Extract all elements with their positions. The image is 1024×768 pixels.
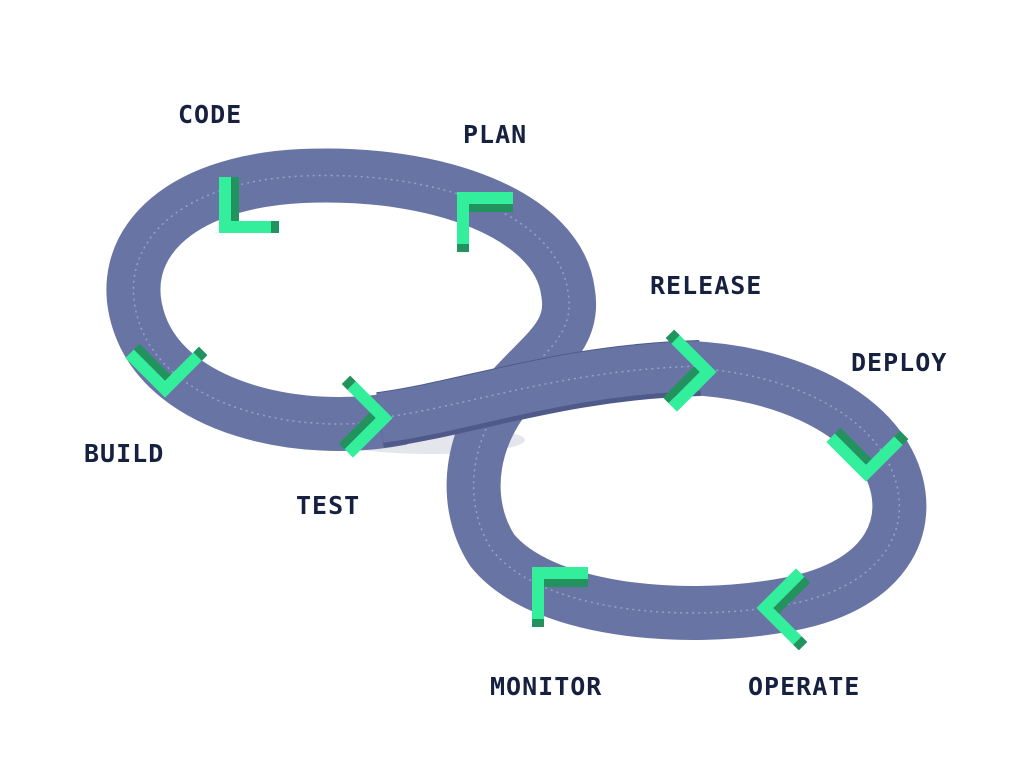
stage-label-code: CODE xyxy=(178,100,243,129)
stage-label-release: RELEASE xyxy=(650,271,763,300)
stage-label-test: TEST xyxy=(296,491,361,520)
upper-loop-band xyxy=(106,148,597,451)
stage-label-operate: OPERATE xyxy=(748,672,861,701)
stage-label-deploy: DEPLOY xyxy=(851,348,948,377)
crossover-dotted-line xyxy=(379,365,701,419)
stage-label-build: BUILD xyxy=(84,439,165,468)
stage-label-plan: PLAN xyxy=(463,120,528,149)
stage-label-monitor: MONITOR xyxy=(490,672,603,701)
lower-loop-dotted-line xyxy=(472,367,901,614)
